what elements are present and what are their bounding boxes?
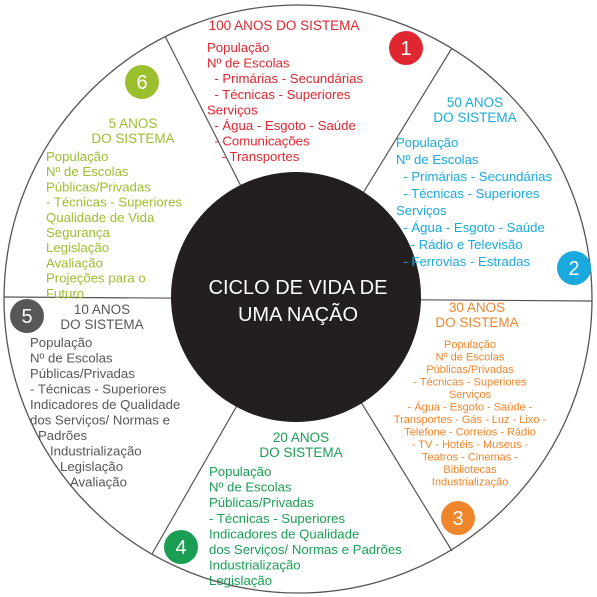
section-item: Nº de Escolas	[396, 152, 479, 167]
section-item: População	[444, 339, 496, 351]
section-item: População	[207, 40, 269, 55]
section-item: - Comunicações	[207, 134, 310, 149]
section-item: Públicas/Privadas	[426, 364, 514, 376]
section-item: Industrialização	[432, 477, 508, 489]
section-item: Nº de Escolas	[436, 352, 505, 364]
section-title-line: DO SISTEMA	[435, 315, 518, 330]
section-badge-number: 1	[400, 38, 411, 60]
section-item: População	[209, 464, 271, 479]
section-item: População	[46, 149, 108, 164]
section-item: - Técnicas - Superiores	[46, 195, 182, 210]
section-item: Públicas/Privadas	[30, 366, 135, 381]
section-item: - TV - Hotéis - Museus -	[412, 439, 529, 451]
section-title-line: 50 ANOS	[447, 95, 503, 110]
center-title-line-1: CICLO DE VIDA DE	[209, 277, 388, 299]
section-item: dos Serviços/ Normas e	[30, 413, 170, 428]
section-badge-1	[389, 31, 423, 65]
section-item: Públicas/Privadas	[209, 495, 314, 510]
section-item: Serviços	[449, 389, 492, 401]
section-item: Avaliação	[46, 255, 103, 270]
center-hub	[171, 172, 421, 422]
section-badge-number: 5	[21, 306, 32, 328]
section-item: - Ferrovias - Estradas	[396, 254, 531, 269]
section-item: - Técnicas - Superiores	[207, 87, 351, 102]
section-item: Serviços	[207, 102, 258, 117]
section-item: Qualidade de Vida	[46, 210, 155, 225]
section-item: Nº de Escolas	[209, 480, 292, 495]
section-item: Nº de Escolas	[30, 351, 113, 366]
section-item: Industrialização	[209, 558, 301, 573]
section-item: Nº de Escolas	[46, 164, 129, 179]
section-badge-3	[441, 501, 475, 535]
section-badge-6	[125, 65, 159, 99]
section-item: - Técnicas - Superiores	[209, 511, 345, 526]
section-item: Telefone - Correios - Rádio	[404, 427, 535, 439]
section-item: População	[30, 335, 92, 350]
section-item: Padrões	[38, 428, 88, 443]
section-title-line: 10 ANOS	[74, 302, 130, 317]
section-title-line: DO SISTEMA	[259, 445, 342, 460]
section-item: - Primárias - Secundárias	[207, 71, 364, 86]
section-badge-2	[557, 251, 591, 285]
section-item: Segurança	[46, 225, 110, 240]
section-item: Projeções para o	[46, 271, 146, 286]
section-title-line: DO SISTEMA	[433, 110, 516, 125]
section-badge-number: 6	[136, 72, 147, 94]
section-item: Indicadores de Qualidade	[209, 526, 359, 541]
section-item: Legislação	[60, 459, 123, 474]
section-item: - Transportes	[207, 149, 300, 164]
section-item: - Técnicas - Superiores	[413, 377, 527, 389]
section-title-line: DO SISTEMA	[60, 317, 143, 332]
section-title-line: 5 ANOS	[109, 116, 158, 131]
section-badge-number: 3	[452, 508, 463, 530]
section-item: - Água - Esgoto - Saúde -	[408, 401, 533, 414]
section-item: Legislação	[209, 573, 272, 588]
section-title-line: 20 ANOS	[273, 430, 329, 445]
section-item: - Água - Esgoto - Saúde	[207, 118, 356, 133]
section-title-line: DO SISTEMA	[91, 131, 174, 146]
section-item: - Primárias - Secundárias	[396, 169, 553, 184]
section-item: Indicadores de Qualidade	[30, 397, 180, 412]
section-item: Bibliotecas	[443, 464, 497, 476]
section-badge-5	[10, 299, 44, 333]
section-item: Industrialização	[50, 444, 142, 459]
section-item: Serviços	[396, 203, 447, 218]
section-item: - Técnicas - Superiores	[30, 382, 166, 397]
section-item: Transportes - Gás - Luz - Lixo -	[394, 414, 547, 426]
section-item: Teatros - Cinemas -	[422, 452, 518, 464]
center-title-line-2: UMA NAÇÃO	[238, 302, 358, 326]
section-badge-number: 4	[175, 537, 186, 559]
section-item: População	[396, 135, 458, 150]
section-item: Legislação	[46, 240, 109, 255]
section-item: - Rádio e Televisão	[396, 237, 523, 252]
section-badge-4	[164, 530, 198, 564]
section-item: Futuro	[46, 286, 84, 301]
section-item: Públicas/Privadas	[46, 179, 151, 194]
section-item: Avaliação	[70, 475, 127, 490]
section-item: Nº de Escolas	[207, 56, 290, 71]
section-item: dos Serviços/ Normas e Padrões	[209, 542, 402, 557]
section-item: - Água - Esgoto - Saúde	[396, 220, 545, 235]
section-item: - Técnicas - Superiores	[396, 186, 540, 201]
section-title-line: 30 ANOS	[449, 300, 505, 315]
section-title-line: 100 ANOS DO SISTEMA	[209, 18, 360, 33]
section-badge-number: 2	[568, 258, 579, 280]
